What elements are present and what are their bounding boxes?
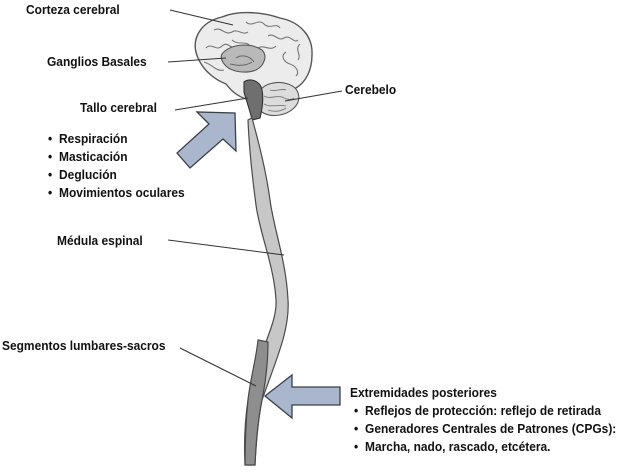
basal-ganglia-shape xyxy=(220,44,266,73)
leader-line-segmentos xyxy=(179,347,257,387)
list-item: Deglución xyxy=(48,166,185,184)
brain-illustration xyxy=(194,11,313,121)
list-item: Reflejos de protección: reflejo de retir… xyxy=(354,402,616,420)
inner-brain-detail xyxy=(229,55,255,66)
list-item: Movimientos oculares xyxy=(48,184,185,202)
leader-line-ganglios xyxy=(167,57,227,63)
list-item: Marcha, nado, rascado, etcétera. xyxy=(354,438,616,456)
leader-line-cerebelo xyxy=(284,90,343,102)
label-ganglios-basales: Ganglios Basales xyxy=(47,54,147,69)
leader-line-tallo xyxy=(174,97,249,111)
lumbar-sacral-segment xyxy=(244,339,269,466)
cortex-gyri xyxy=(203,21,301,77)
label-corteza-cerebral: Corteza cerebral xyxy=(26,2,120,17)
label-tallo-cerebral: Tallo cerebral xyxy=(80,100,157,115)
list-item: Generadores Centrales de Patrones (CPGs)… xyxy=(354,420,616,438)
extremidades-functions-list: Reflejos de protección: reflejo de retir… xyxy=(354,402,616,456)
label-cerebelo: Cerebelo xyxy=(345,82,397,97)
list-item: Masticación xyxy=(48,148,185,166)
label-medula-espinal: Médula espinal xyxy=(57,233,143,248)
brainstem-shape xyxy=(243,79,264,121)
leader-lines xyxy=(167,9,343,387)
arrow-tallo-cerebral xyxy=(176,111,237,169)
label-extremidades-posteriores: Extremidades posteriores xyxy=(350,385,497,400)
cerebellum-folia xyxy=(263,88,295,112)
leader-line-medula xyxy=(167,239,285,256)
label-segmentos-lumbares-sacros: Segmentos lumbares-sacros xyxy=(2,338,166,353)
list-item: Respiración xyxy=(48,130,185,148)
arrow-extremidades xyxy=(263,373,341,420)
tallo-functions-list: Respiración Masticación Deglución Movimi… xyxy=(48,130,185,202)
leader-line-corteza xyxy=(169,9,234,26)
